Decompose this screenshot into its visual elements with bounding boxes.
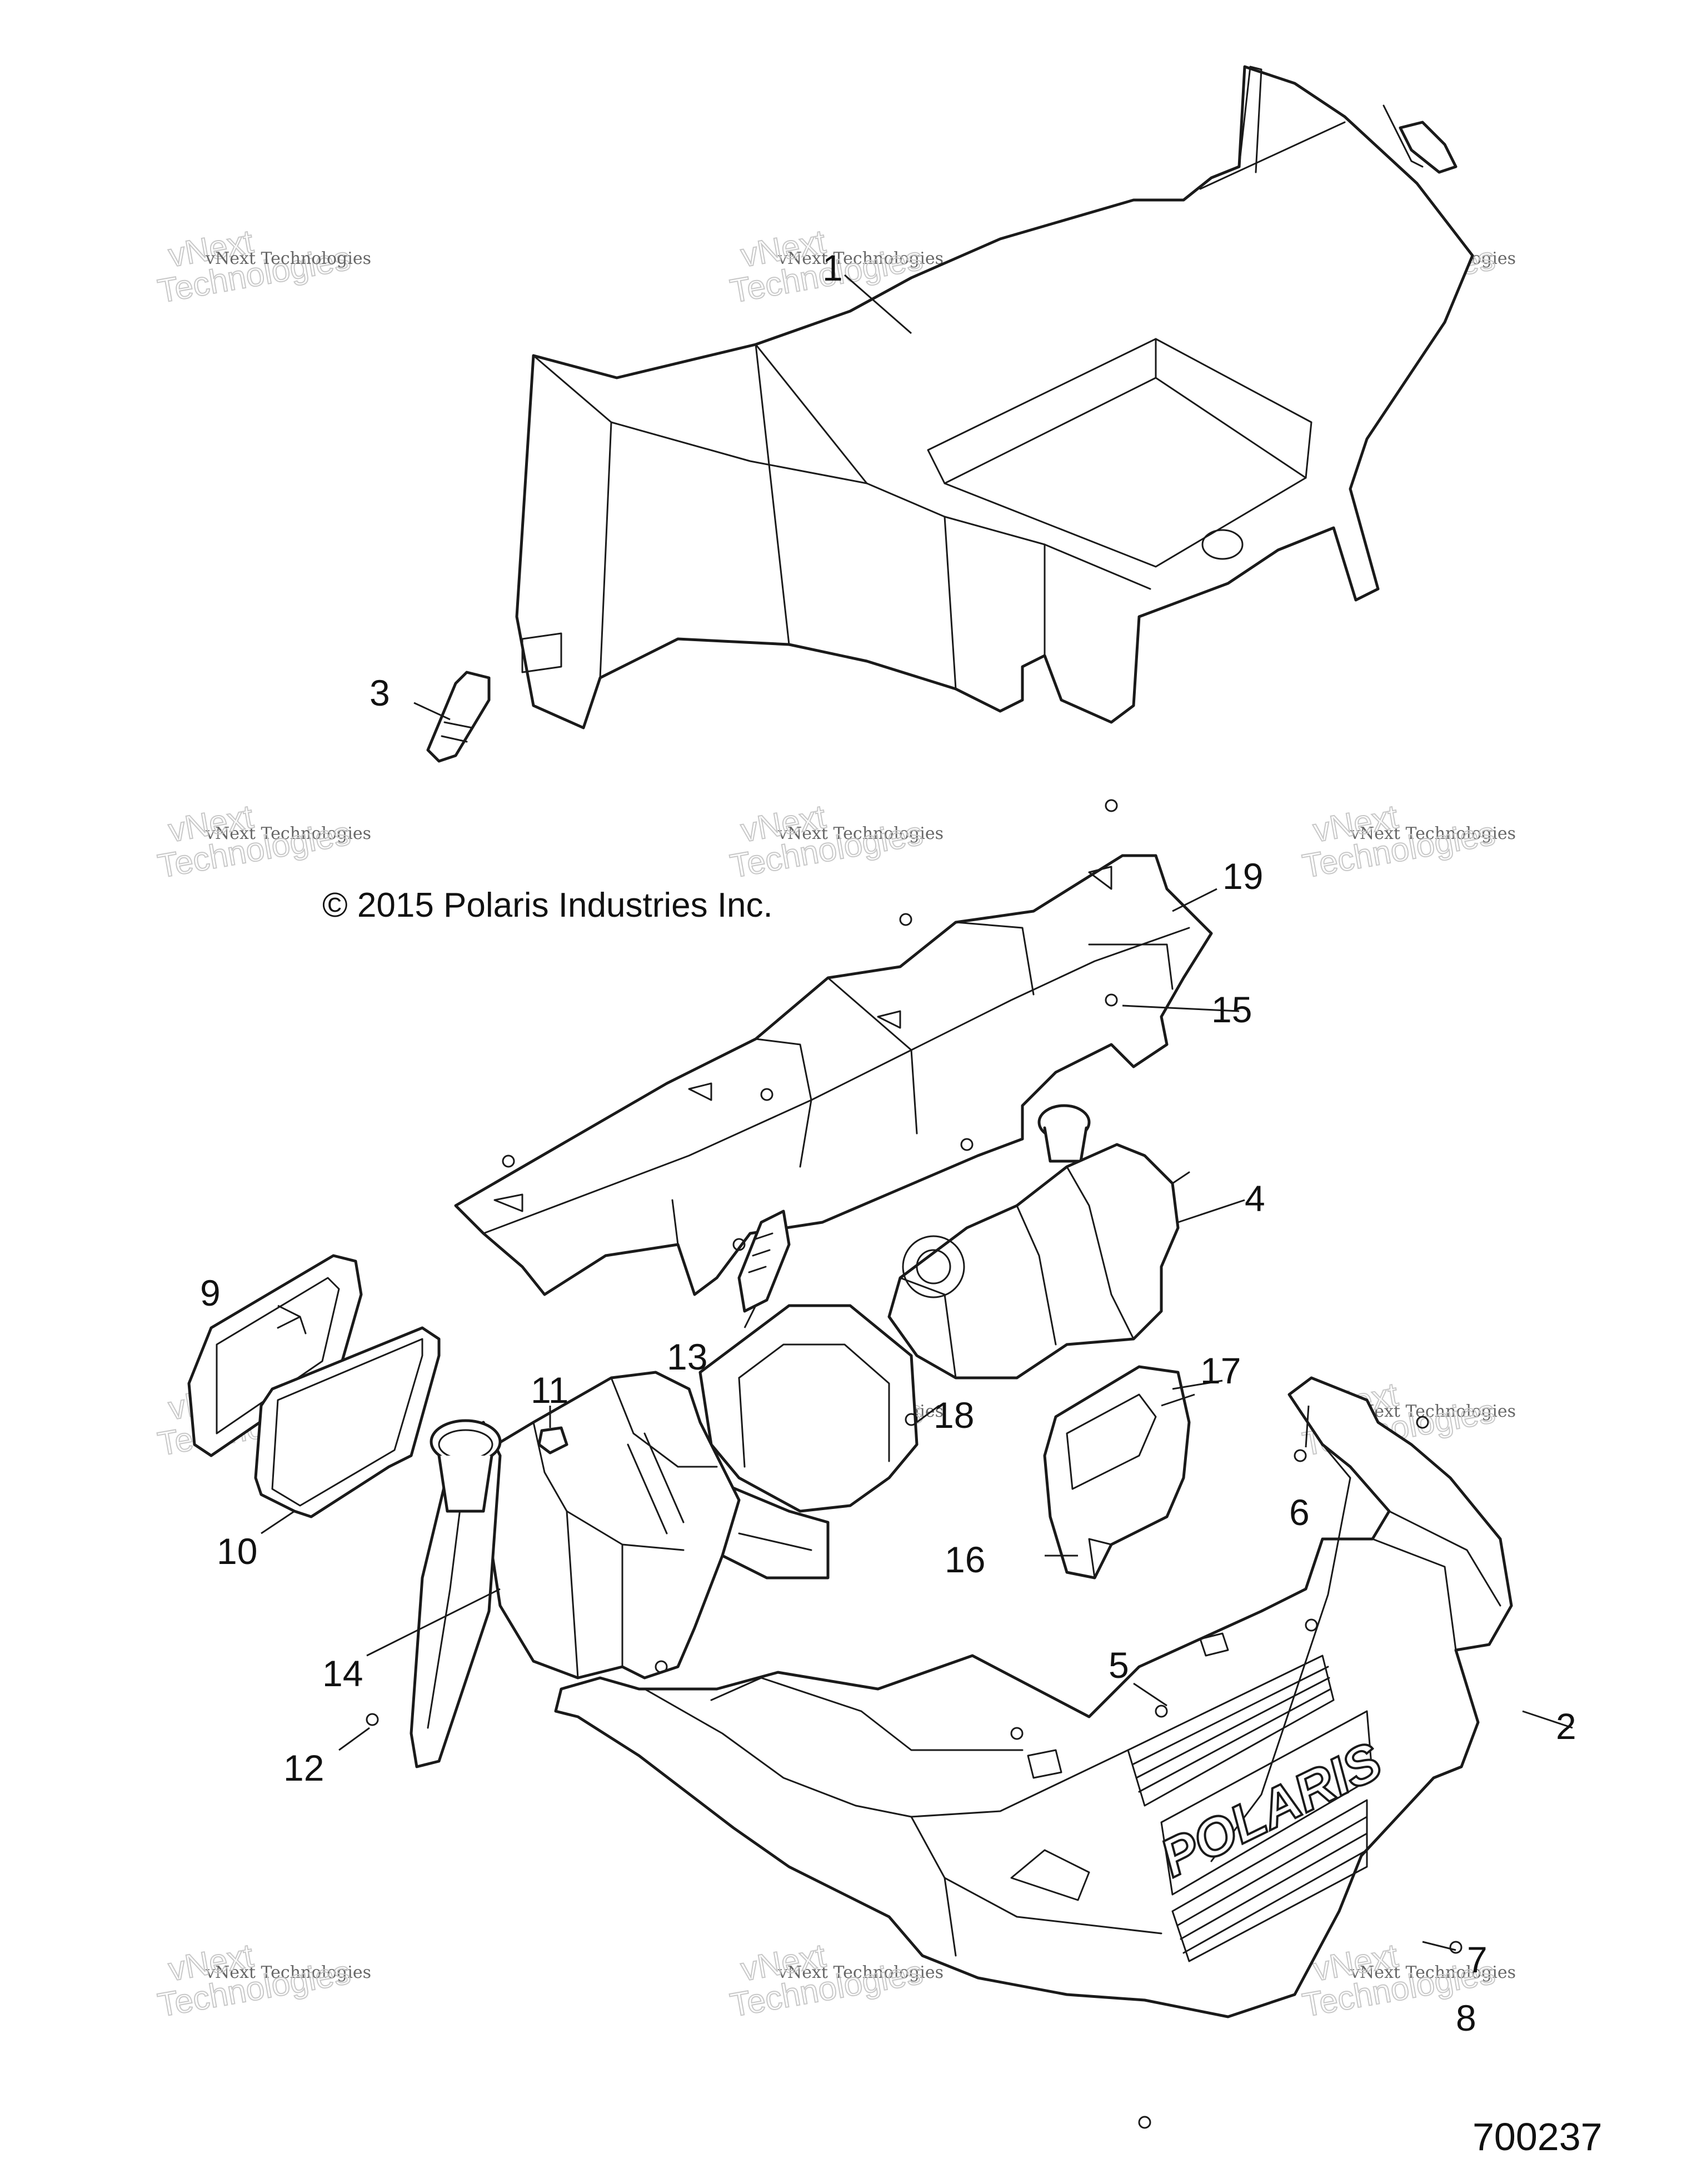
gasket-part-10 [254, 1326, 441, 1518]
watermark-text: vNext Technologies [205, 1963, 371, 1982]
dash-lower-part-4 [887, 1104, 1190, 1380]
callout-2: 2 [1556, 1706, 1576, 1747]
watermark-text: vNext Technologies [1350, 824, 1516, 843]
watermark: vNext Technologies [727, 222, 926, 311]
watermark: vNext Technologies [727, 797, 926, 886]
dash-top-part-19 [454, 854, 1213, 1296]
callout-17: 17 [1200, 1350, 1241, 1391]
watermark: vNext Technologies [1299, 1936, 1499, 2025]
callout-8: 8 [1456, 1997, 1476, 2038]
callouts: 1 2 3 4 5 6 7 8 9 10 11 12 13 14 15 16 1… [200, 247, 1576, 2038]
cup-holder-left [430, 1419, 502, 1513]
watermark-text: vNext Technologies [205, 824, 371, 843]
watermark-text: vNext Technologies [777, 1963, 944, 1982]
callout-1: 1 [822, 247, 843, 288]
leader-lines [261, 274, 1573, 1951]
watermark: vNext Technologies [154, 797, 354, 886]
callout-5: 5 [1109, 1645, 1129, 1686]
dash-center [698, 1304, 919, 1580]
watermark: vNext Technologies [1299, 797, 1499, 886]
watermark-text: vNext Technologies [777, 824, 944, 843]
vent-part-13 [737, 1210, 791, 1313]
hood-part-1 [515, 65, 1474, 729]
callout-7: 7 [1467, 1939, 1488, 1980]
callout-18: 18 [934, 1395, 974, 1436]
callout-19: 19 [1222, 856, 1263, 897]
callout-14: 14 [322, 1653, 363, 1694]
plug-part-11 [537, 1426, 568, 1455]
callout-6: 6 [1289, 1492, 1310, 1533]
callout-10: 10 [217, 1531, 257, 1572]
bracket-part-16-17 [1043, 1365, 1191, 1580]
watermark-text: vNext Technologies [1350, 1963, 1516, 1982]
watermark: vNext Technologies [727, 1936, 926, 2025]
watermark-text: vNext Technologies [205, 249, 371, 268]
callout-16: 16 [945, 1539, 985, 1580]
callout-3: 3 [370, 672, 390, 713]
hood-latch-part-3 [426, 671, 491, 763]
callout-11: 11 [531, 1370, 569, 1411]
front-bumper-part-2: POLARIS [554, 1376, 1513, 2018]
watermark: vNext Technologies [154, 1936, 354, 2025]
hood-latch-upper [1399, 121, 1458, 174]
callout-15: 15 [1211, 989, 1252, 1030]
fastener-15 [502, 799, 1118, 1251]
drawing-number: 700237 [1473, 2115, 1603, 2158]
callout-13: 13 [667, 1336, 707, 1377]
callout-4: 4 [1245, 1178, 1265, 1219]
fasteners-bumper [366, 1416, 1463, 2129]
copyright-text: © 2015 Polaris Industries Inc. [322, 886, 773, 924]
callout-9: 9 [200, 1272, 221, 1313]
callout-12: 12 [283, 1747, 324, 1788]
watermark-text: vNext Technologies [777, 249, 944, 268]
